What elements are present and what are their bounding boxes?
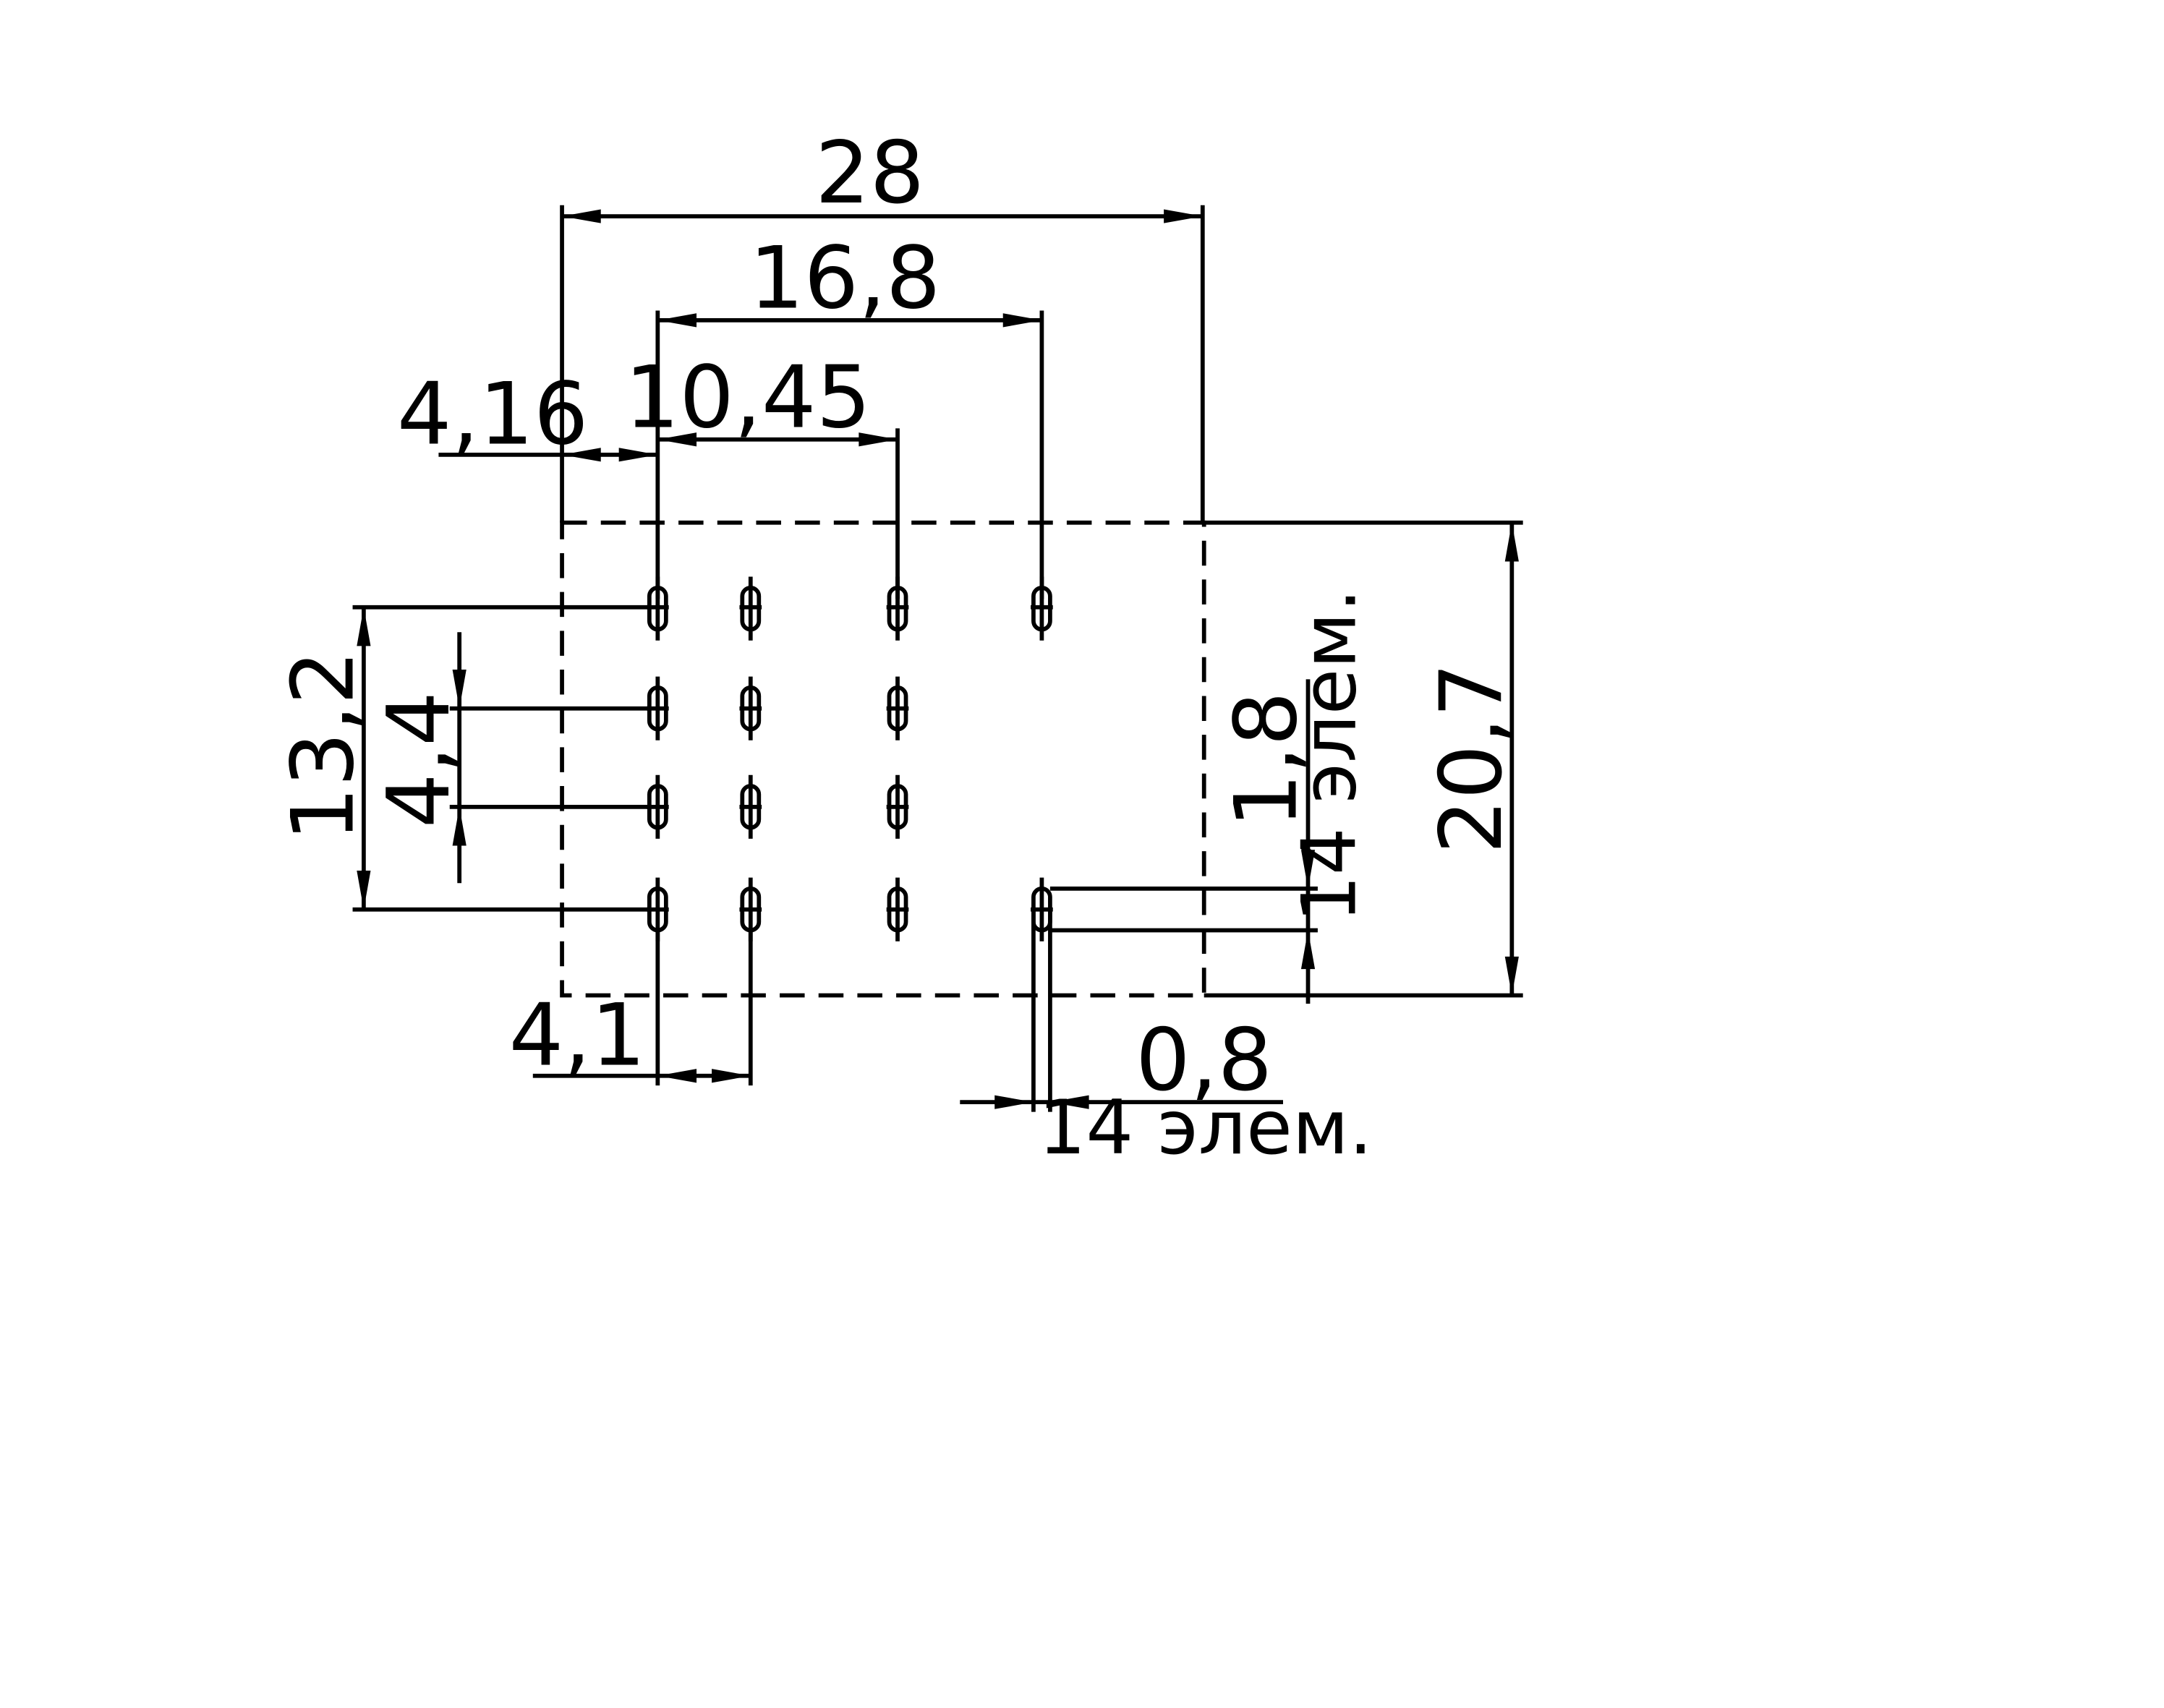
pin: [739, 774, 762, 839]
dimension-label-pin-pitch-4-4: 4,4: [370, 691, 469, 828]
pin-width-count-note: 14 элем.: [1038, 1085, 1372, 1171]
dimension-label-pin-width: 0,8: [1136, 1011, 1272, 1111]
dimension-label-column-span: 13,2: [274, 650, 374, 842]
dimension-label-overall-width: 28: [815, 124, 924, 223]
dimension-pin-width: 0,8 14 элем.: [960, 909, 1373, 1171]
dimension-pin-pitch-4-1: 4,1: [509, 930, 753, 1085]
dimension-label-overall-height: 20,7: [1422, 662, 1522, 854]
pin: [646, 676, 669, 740]
component-outline: [560, 520, 1206, 998]
dimension-label-pin-length: 1,8: [1217, 691, 1316, 828]
dimension-label-edge-offset: 4,16: [397, 365, 589, 465]
pin: [886, 774, 909, 839]
pin-grid: [646, 576, 1053, 941]
dimension-label-row-span-10-45: 10,45: [625, 348, 871, 448]
dimension-label-row-span-16-8: 16,8: [749, 229, 941, 329]
pin: [739, 576, 762, 641]
pin: [886, 676, 909, 740]
dimension-edge-offset: 4,16: [397, 365, 658, 465]
dimension-overall-width: 28: [560, 124, 1205, 523]
dimension-pin-length: 1,8 14 элем.: [1049, 589, 1373, 1004]
pin: [646, 774, 669, 839]
dimension-pin-pitch-4-4: 4,4: [370, 632, 649, 884]
pin: [739, 676, 762, 740]
dimension-overall-height: 20,7: [1204, 520, 1523, 998]
dimension-column-span: 13,2: [274, 605, 649, 912]
dimension-label-pin-pitch-4-1: 4,1: [509, 986, 646, 1085]
pin-length-count-note: 14 элем.: [1287, 589, 1373, 923]
dimension-row-span-10-45: 10,45: [625, 348, 900, 599]
pin: [886, 877, 909, 941]
